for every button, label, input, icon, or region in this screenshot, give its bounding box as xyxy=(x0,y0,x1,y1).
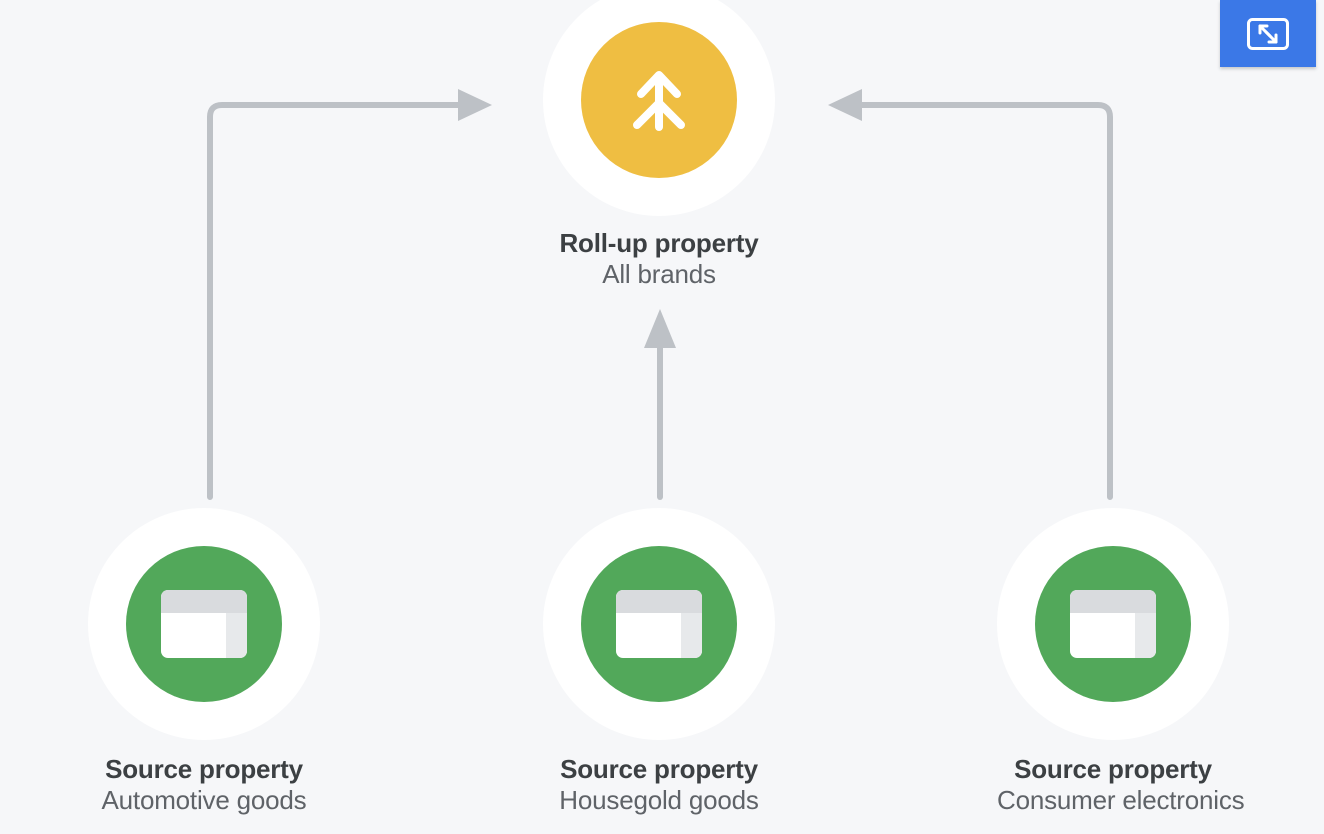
source-3-labels: Source property Consumer electronics xyxy=(997,754,1245,815)
source-1-icon-disc xyxy=(126,546,282,702)
rollup-icon-halo xyxy=(543,0,775,216)
arrowhead-up-icon xyxy=(644,309,676,348)
source-1-labels: Source property Automotive goods xyxy=(88,754,320,815)
source-2-icon-halo xyxy=(543,508,775,740)
property-window-icon xyxy=(1070,590,1156,658)
fullscreen-expand-icon xyxy=(1247,17,1289,50)
window-titlebar xyxy=(161,590,247,613)
arrowhead-left-icon xyxy=(828,89,862,121)
source-2-icon-disc xyxy=(581,546,737,702)
rollup-labels: Roll-up property All brands xyxy=(543,228,775,289)
source-1-icon-halo xyxy=(88,508,320,740)
window-sidepanel xyxy=(1135,613,1156,658)
rollup-icon-disc xyxy=(581,22,737,178)
rollup-subtitle: All brands xyxy=(602,258,716,289)
connector-source-3-to-rollup xyxy=(828,89,1113,500)
source-3-icon-halo xyxy=(997,508,1229,740)
source-1-subtitle: Automotive goods xyxy=(101,784,307,815)
connector-source-2-to-rollup xyxy=(644,309,676,500)
source-1-title: Source property xyxy=(105,754,303,784)
source-3-icon-disc xyxy=(1035,546,1191,702)
window-titlebar xyxy=(616,590,702,613)
fullscreen-button[interactable] xyxy=(1220,0,1316,67)
connector-source-1-to-rollup xyxy=(207,89,492,500)
source-2-labels: Source property Housegold goods xyxy=(543,754,775,815)
node-source-property-2[interactable]: Source property Housegold goods xyxy=(543,508,775,815)
source-3-subtitle: Consumer electronics xyxy=(997,784,1245,815)
property-window-icon xyxy=(616,590,702,658)
window-sidepanel xyxy=(226,613,247,658)
node-source-property-3[interactable]: Source property Consumer electronics xyxy=(997,508,1245,815)
rollup-title: Roll-up property xyxy=(559,228,759,258)
merge-arrow-icon xyxy=(633,71,685,131)
window-titlebar xyxy=(1070,590,1156,613)
source-2-subtitle: Housegold goods xyxy=(559,784,759,815)
property-window-icon xyxy=(161,590,247,658)
source-2-title: Source property xyxy=(560,754,758,784)
source-3-title: Source property xyxy=(1014,754,1212,784)
arrowhead-right-icon xyxy=(458,89,492,121)
node-source-property-1[interactable]: Source property Automotive goods xyxy=(88,508,320,815)
node-rollup-property[interactable]: Roll-up property All brands xyxy=(543,0,775,289)
window-sidepanel xyxy=(681,613,702,658)
